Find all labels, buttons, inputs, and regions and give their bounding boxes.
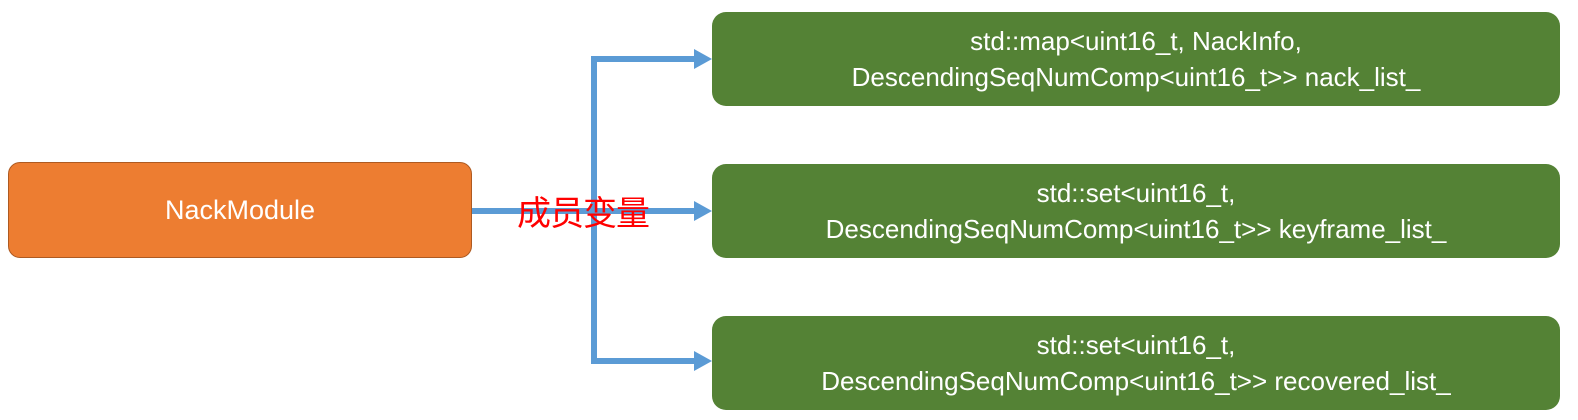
relation-label: 成员变量 — [517, 194, 650, 234]
recovered-list-node: std::set<uint16_t,DescendingSeqNumComp<u… — [712, 316, 1560, 410]
nack-list-node: std::map<uint16_t, NackInfo,DescendingSe… — [712, 12, 1560, 106]
arrowhead-icon — [694, 49, 712, 69]
node-label-line2: DescendingSeqNumComp<uint16_t>> recovere… — [821, 366, 1451, 396]
node-label-line1: std::set<uint16_t, — [1036, 178, 1236, 208]
node-label: NackModule — [164, 194, 316, 225]
node-label-line1: std::map<uint16_t, NackInfo, — [970, 26, 1302, 56]
arrowhead-icon — [694, 201, 712, 221]
node-label-line2: DescendingSeqNumComp<uint16_t>> nack_lis… — [851, 62, 1421, 92]
node-label-line2: DescendingSeqNumComp<uint16_t>> keyframe… — [825, 214, 1447, 244]
arrowhead-icon — [694, 351, 712, 371]
nack-module-node: NackModule — [8, 162, 472, 258]
node-label-line1: std::set<uint16_t, — [1036, 330, 1236, 360]
keyframe-list-node: std::set<uint16_t,DescendingSeqNumComp<u… — [712, 164, 1560, 258]
